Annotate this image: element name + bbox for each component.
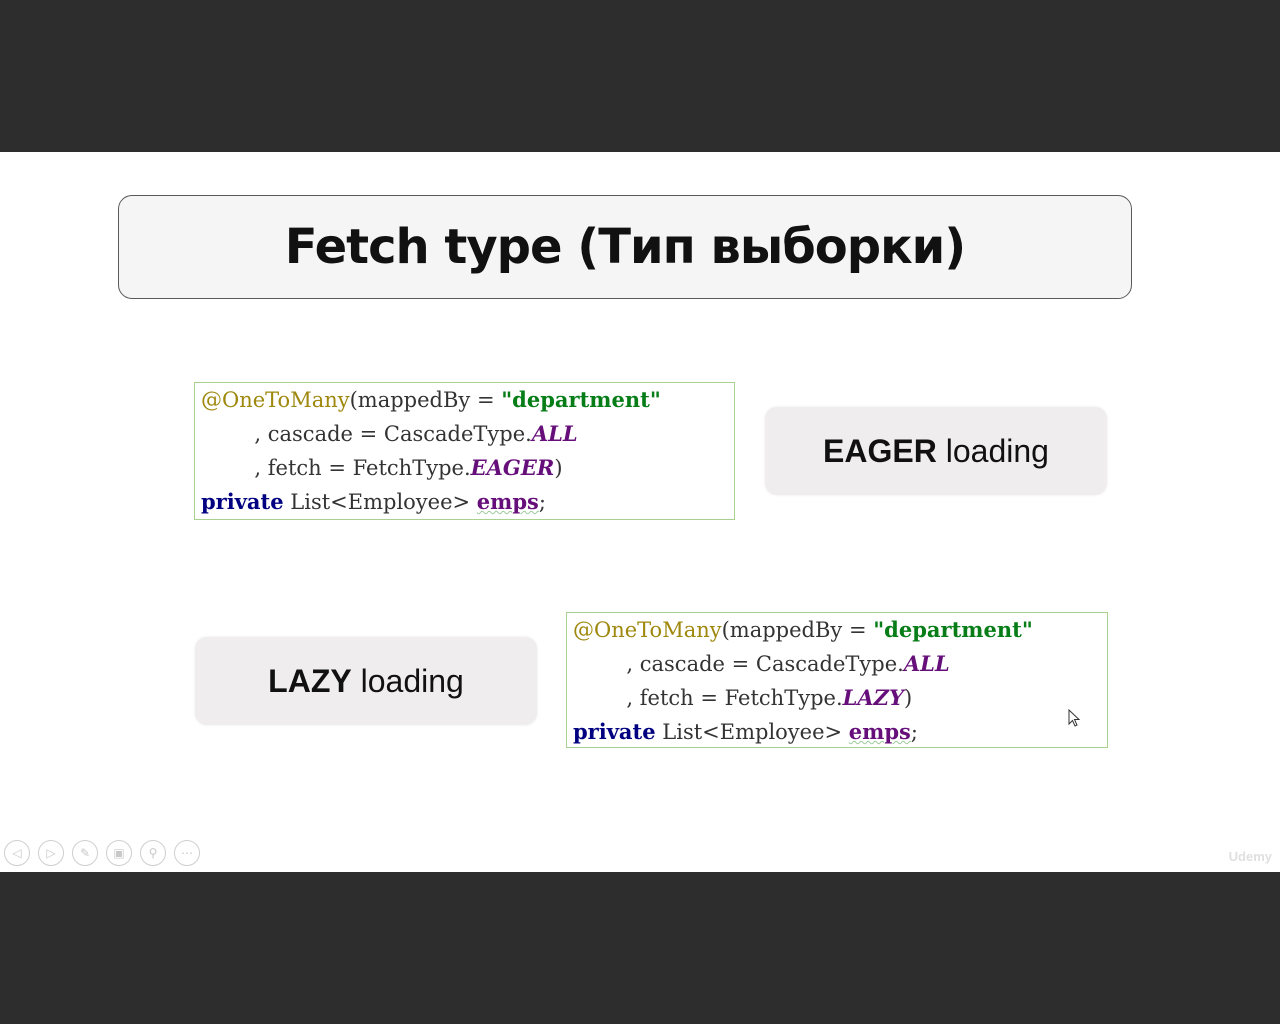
code-text: , cascade = CascadeType. bbox=[573, 652, 904, 676]
zoom-icon[interactable]: ⚲ bbox=[140, 840, 166, 866]
lazy-loading-label: LAZY loading bbox=[195, 637, 537, 725]
code-line: , cascade = CascadeType.ALL bbox=[201, 417, 734, 451]
code-line: private List<Employee> emps; bbox=[201, 485, 734, 519]
more-icon[interactable]: ⋯ bbox=[174, 840, 200, 866]
code-line: , fetch = FetchType.EAGER) bbox=[201, 451, 734, 485]
code-text: (mappedBy = bbox=[349, 388, 502, 412]
code-text: , fetch = FetchType. bbox=[201, 456, 471, 480]
slides-icon[interactable]: ▣ bbox=[106, 840, 132, 866]
code-string: "department" bbox=[873, 617, 1033, 642]
code-constant: ALL bbox=[903, 651, 950, 676]
code-line: @OneToMany(mappedBy = "department" bbox=[573, 613, 1107, 647]
code-text: (mappedBy = bbox=[721, 618, 874, 642]
next-icon[interactable]: ▷ bbox=[38, 840, 64, 866]
code-string: "department" bbox=[501, 387, 661, 412]
label-bold: EAGER bbox=[823, 432, 937, 469]
code-constant: EAGER bbox=[470, 455, 555, 480]
code-line: , cascade = CascadeType.ALL bbox=[573, 647, 1107, 681]
code-field: emps bbox=[848, 719, 911, 744]
mouse-cursor-icon bbox=[1068, 709, 1081, 727]
code-line: @OneToMany(mappedBy = "department" bbox=[201, 383, 734, 417]
code-keyword: private bbox=[573, 719, 656, 744]
title-box: Fetch type (Тип выборки) bbox=[118, 195, 1132, 299]
slide: Fetch type (Тип выборки) @OneToMany(mapp… bbox=[0, 152, 1280, 872]
code-text: List<Employee> bbox=[283, 490, 477, 514]
code-keyword: private bbox=[201, 489, 284, 514]
code-block-lazy: @OneToMany(mappedBy = "department" , cas… bbox=[566, 612, 1108, 748]
code-field: emps bbox=[476, 489, 539, 514]
udemy-watermark: Udemy bbox=[1228, 849, 1272, 864]
code-text: List<Employee> bbox=[655, 720, 849, 744]
code-line: private List<Employee> emps; bbox=[573, 715, 1107, 749]
eager-loading-label: EAGER loading bbox=[765, 407, 1107, 495]
code-annotation: @OneToMany bbox=[573, 618, 722, 642]
previous-icon[interactable]: ◁ bbox=[4, 840, 30, 866]
code-constant: ALL bbox=[531, 421, 578, 446]
pen-icon[interactable]: ✎ bbox=[72, 840, 98, 866]
code-constant: LAZY bbox=[842, 685, 905, 710]
label-bold: LAZY bbox=[268, 662, 352, 699]
code-annotation: @OneToMany bbox=[201, 388, 350, 412]
player-controls: ◁ ▷ ✎ ▣ ⚲ ⋯ bbox=[4, 840, 200, 866]
slide-title: Fetch type (Тип выборки) bbox=[284, 219, 967, 275]
code-text: , fetch = FetchType. bbox=[573, 686, 843, 710]
label-rest: loading bbox=[936, 432, 1049, 469]
code-text: ; bbox=[910, 720, 918, 744]
code-text: , cascade = CascadeType. bbox=[201, 422, 532, 446]
code-block-eager: @OneToMany(mappedBy = "department" , cas… bbox=[194, 382, 735, 520]
label-rest: loading bbox=[351, 662, 464, 699]
code-text: ; bbox=[538, 490, 546, 514]
code-line: , fetch = FetchType.LAZY) bbox=[573, 681, 1107, 715]
code-text: ) bbox=[904, 686, 913, 710]
code-text: ) bbox=[554, 456, 563, 480]
